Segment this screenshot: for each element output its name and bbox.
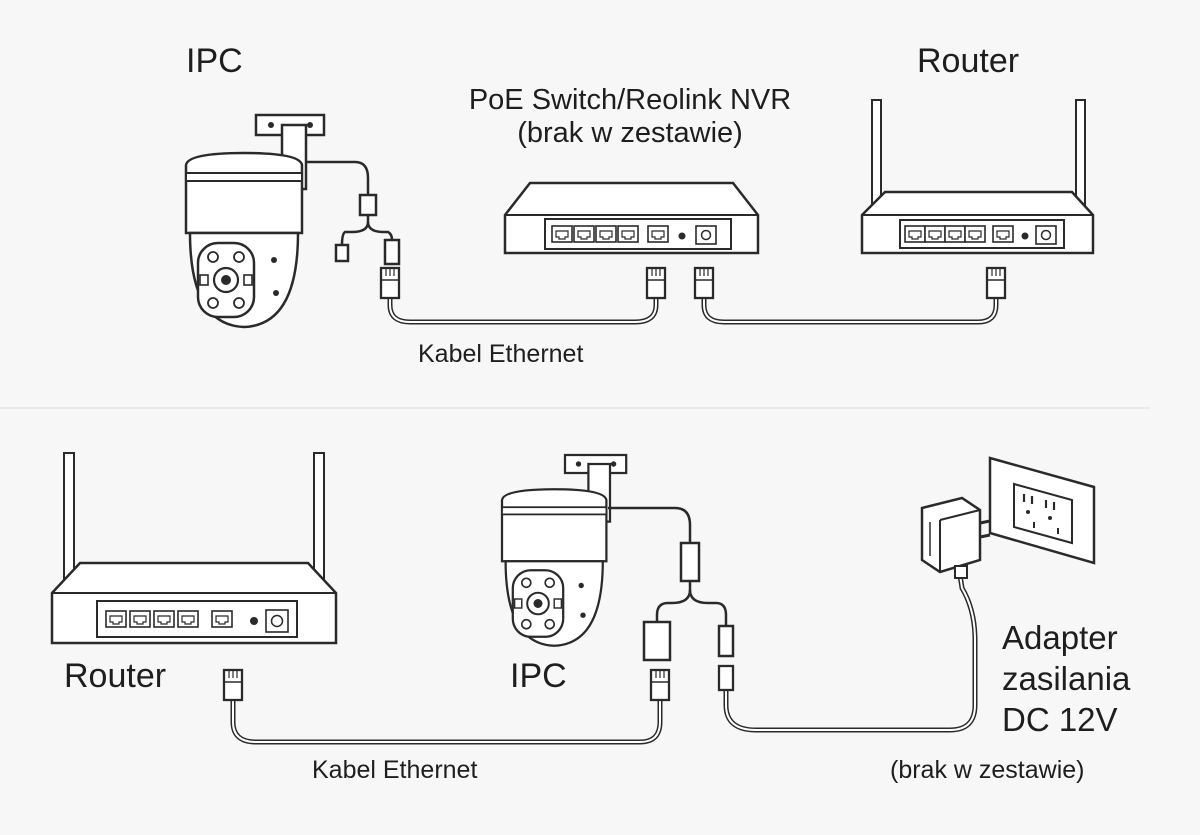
top-cable-label: Kabel Ethernet bbox=[418, 340, 584, 368]
bottom-ipc-label: IPC bbox=[510, 657, 567, 695]
bottom-ipc-camera bbox=[500, 453, 628, 647]
bottom-camera-pigtail bbox=[608, 506, 735, 662]
top-camera-pigtail bbox=[306, 160, 401, 266]
top-router bbox=[860, 99, 1095, 255]
top-ethernet-cable-1 bbox=[379, 266, 667, 325]
adapter-note: (brak w zestawie) bbox=[890, 756, 1085, 784]
wall-outlet bbox=[988, 456, 1096, 565]
top-ethernet-cable-2 bbox=[693, 266, 1007, 325]
bottom-cable-label: Kabel Ethernet bbox=[312, 756, 478, 784]
bottom-router-label: Router bbox=[64, 657, 167, 695]
top-ipc-label: IPC bbox=[186, 42, 243, 80]
top-switch-label: PoE Switch/Reolink NVR (brak w zestawie) bbox=[430, 84, 830, 150]
adapter-label: Adapter zasilania DC 12V bbox=[1002, 617, 1130, 740]
poe-switch bbox=[503, 181, 760, 255]
bottom-ethernet-cable bbox=[222, 668, 671, 745]
top-ipc-camera bbox=[184, 113, 326, 329]
adapter-label-line2: zasilania bbox=[1002, 660, 1131, 697]
adapter-label-line1: Adapter bbox=[1002, 619, 1118, 656]
top-switch-label-line2: (brak w zestawie) bbox=[517, 117, 743, 149]
top-switch-label-line1: PoE Switch/Reolink NVR bbox=[468, 84, 792, 116]
power-adapter bbox=[920, 496, 991, 579]
power-cable bbox=[717, 574, 978, 733]
bottom-router bbox=[50, 452, 338, 645]
adapter-label-line3: DC 12V bbox=[1002, 701, 1118, 738]
top-router-label: Router bbox=[917, 42, 1020, 80]
